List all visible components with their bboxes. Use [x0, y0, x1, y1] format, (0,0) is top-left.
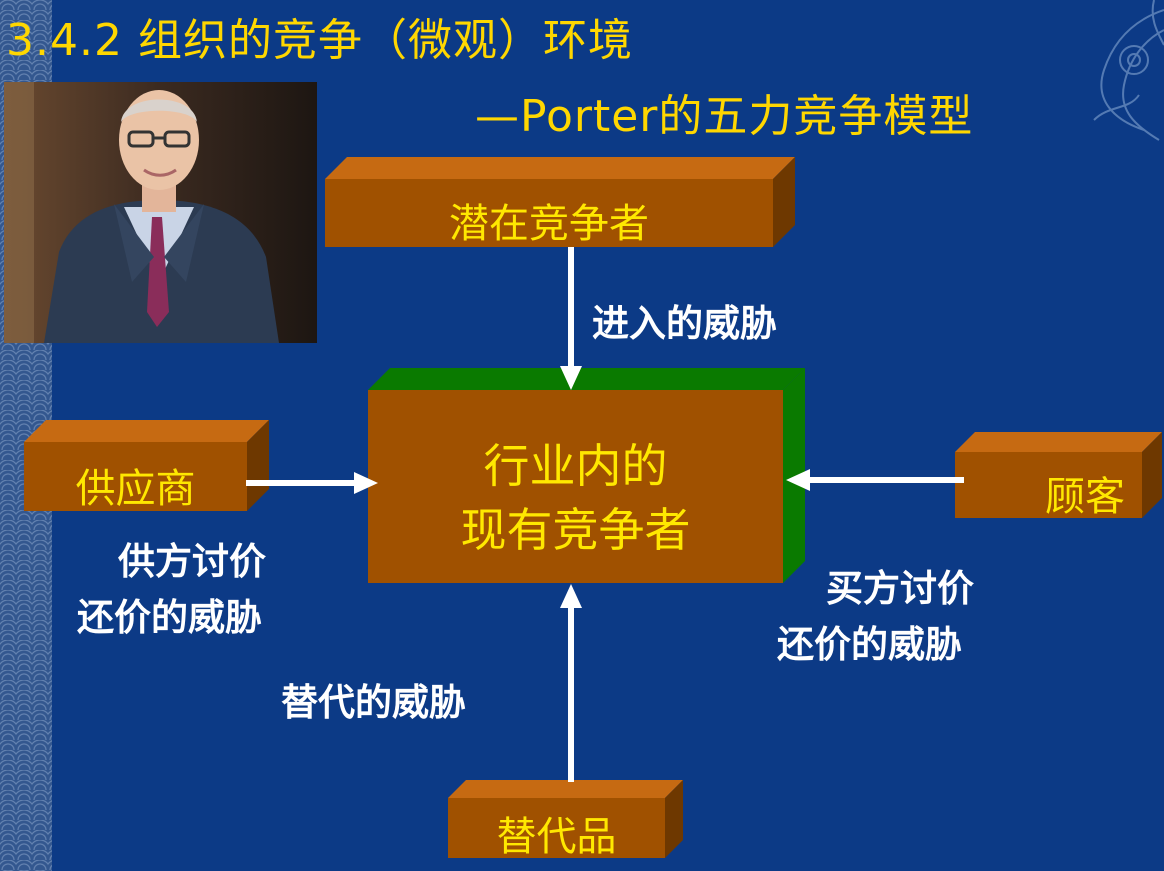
corner-ornament-icon: [1093, 0, 1164, 141]
entry-arrowhead: [560, 366, 582, 390]
buyer-threat-line1: 买方讨价: [826, 567, 974, 610]
buyer-threat-line2: 还价的威胁: [777, 623, 962, 666]
slide-title-line1: 3.4.2 组织的竞争（微观）环境: [6, 15, 633, 66]
supplier-arrowhead: [354, 472, 378, 494]
supplier-threat-line2: 还价的威胁: [77, 596, 262, 639]
potential-entrants-label: 潜在竞争者: [449, 201, 649, 247]
entry-threat-label: 进入的威胁: [592, 302, 777, 345]
substitute-arrowhead: [560, 584, 582, 608]
substitutes-label: 替代品: [496, 814, 617, 860]
porter-portrait-photo: [4, 82, 317, 343]
industry-competitors-line1: 行业内的: [483, 439, 668, 493]
buyers-box: 顾客: [955, 432, 1162, 520]
buyers-label: 顾客: [1045, 474, 1125, 520]
supplier-threat-line1: 供方讨价: [118, 540, 266, 583]
suppliers-box: 供应商: [24, 420, 269, 512]
slide-title-line2: —Porter的五力竞争模型: [475, 91, 974, 142]
industry-competitors-line2: 现有竞争者: [460, 503, 691, 557]
substitutes-box: 替代品: [448, 780, 683, 860]
suppliers-label: 供应商: [75, 466, 196, 512]
buyer-arrowhead: [786, 469, 810, 491]
potential-entrants-box: 潜在竞争者: [325, 157, 795, 247]
industry-competitors-box: 行业内的 现有竞争者: [368, 368, 805, 583]
substitute-threat-label: 替代的威胁: [281, 681, 466, 724]
